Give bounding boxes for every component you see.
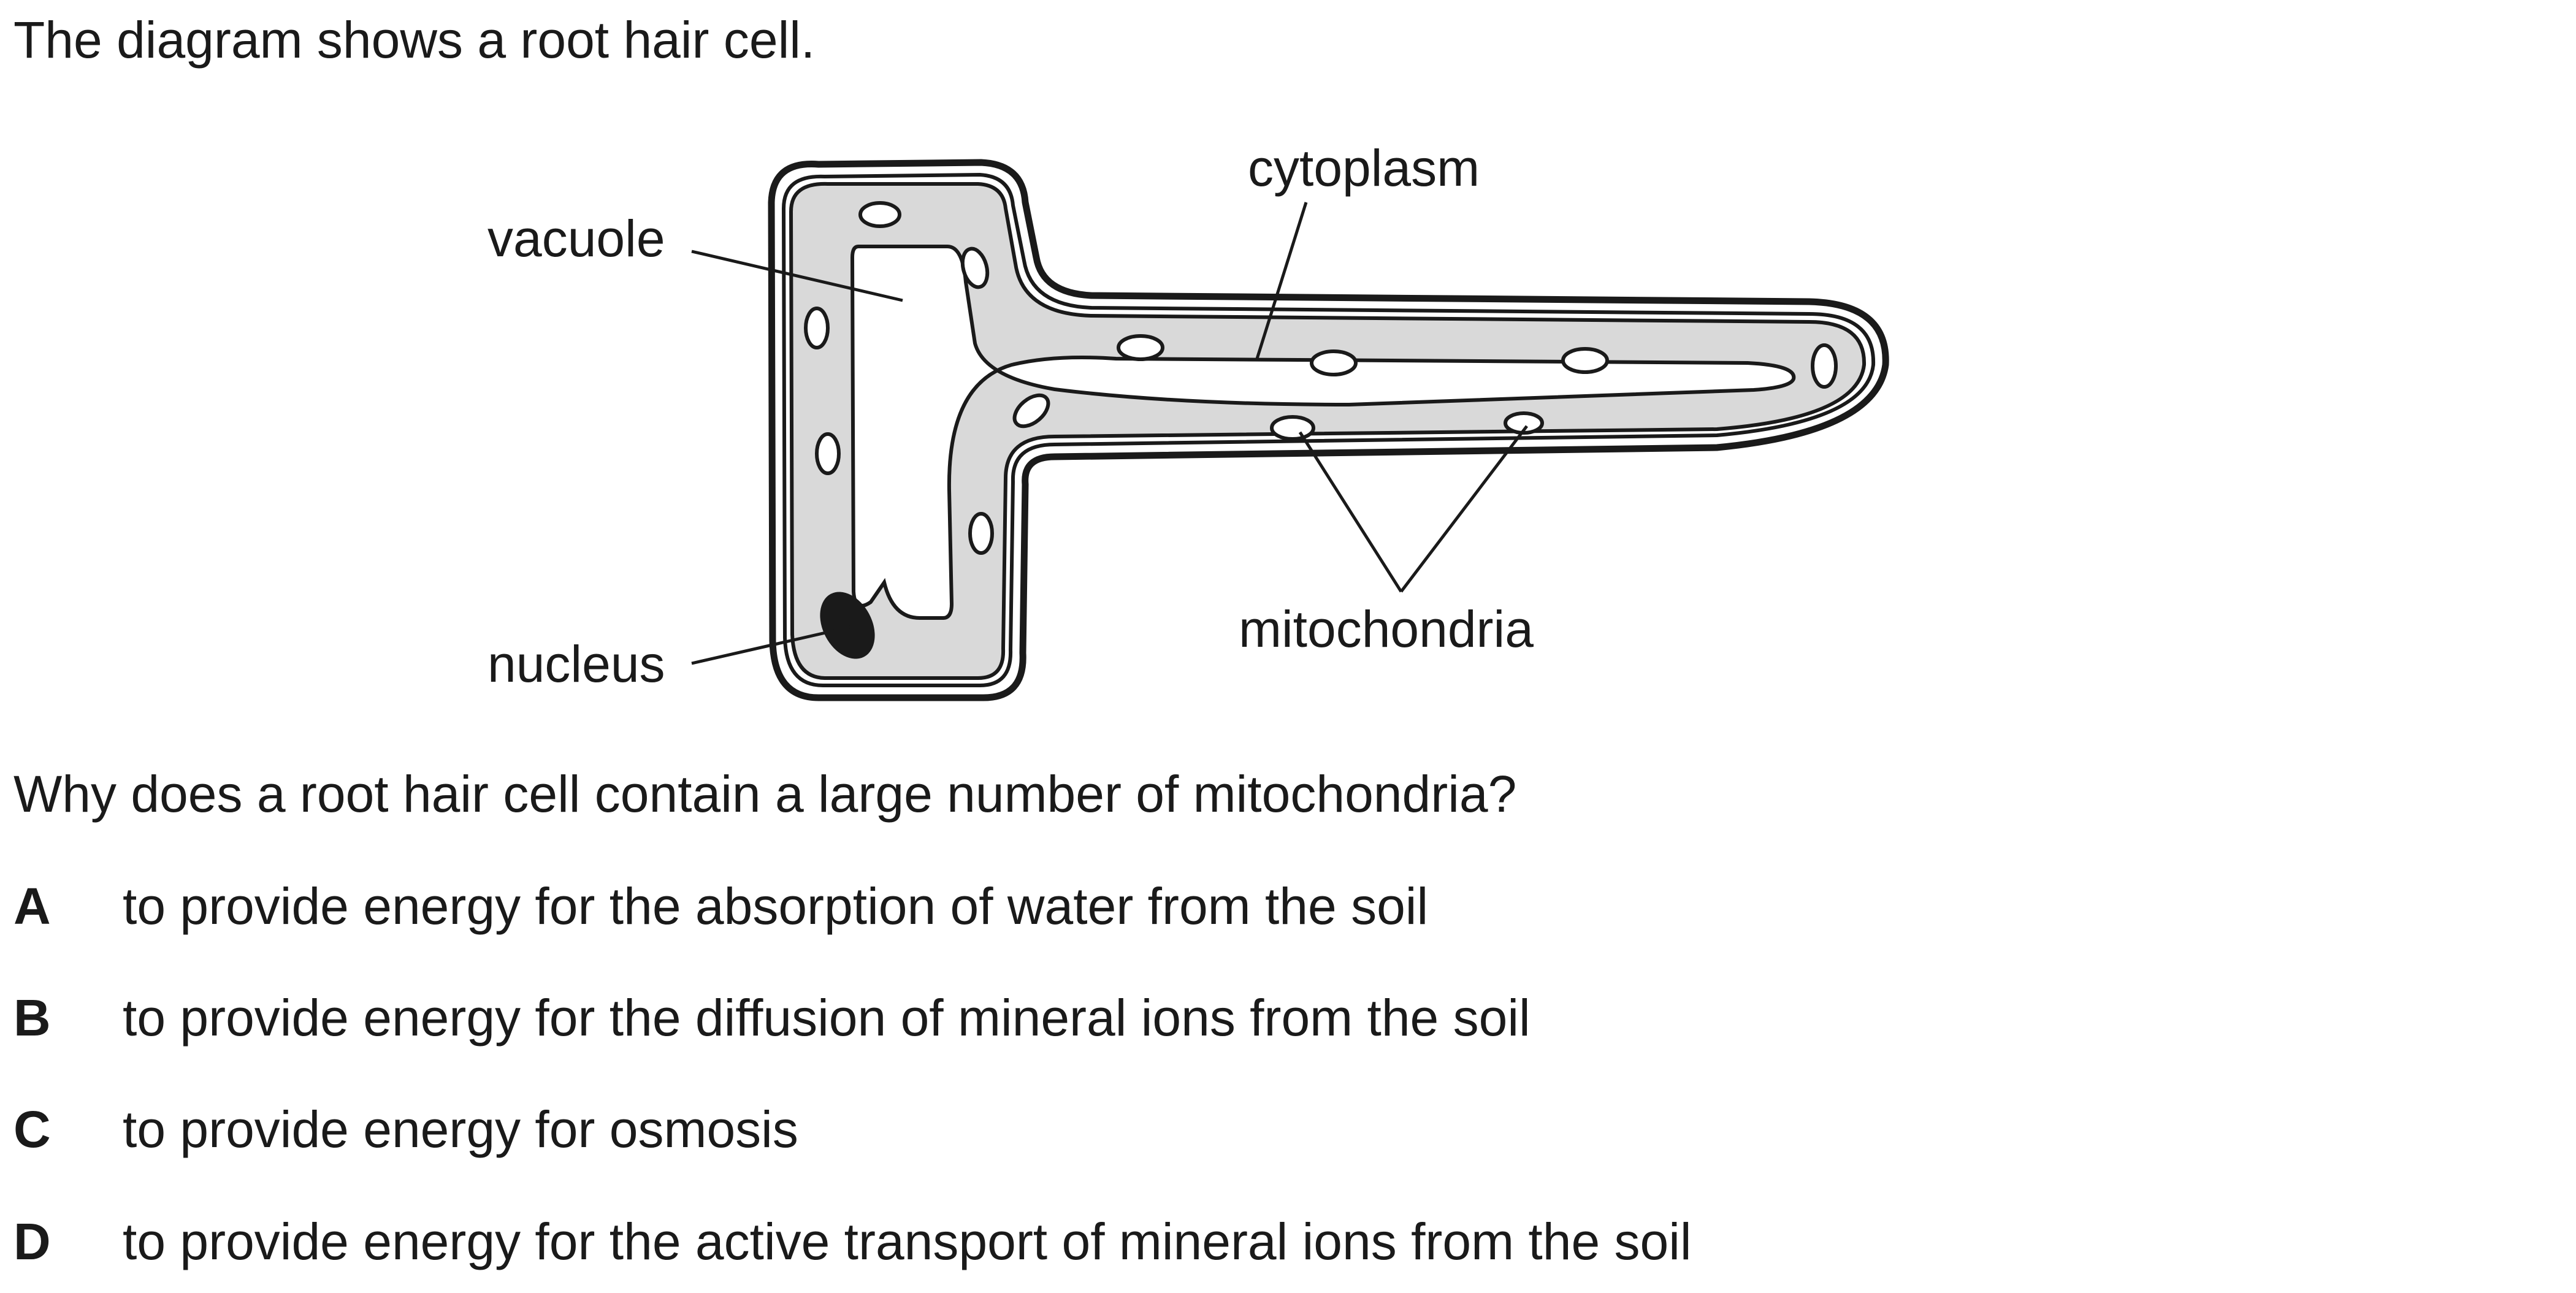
intro-text: The diagram shows a root hair cell. — [13, 11, 816, 69]
option-text: to provide energy for the absorption of … — [123, 877, 1429, 935]
nucleus-label: nucleus — [487, 635, 665, 693]
mitochondrion — [1117, 334, 1164, 361]
mitochondrion — [1310, 349, 1358, 376]
nucleus — [820, 592, 875, 659]
mitochondria-leader-line-1 — [1298, 431, 1403, 593]
mitochondrion — [1811, 343, 1838, 389]
vacuole — [850, 245, 1796, 620]
vacuole-leader-line — [691, 250, 903, 302]
option-letter: B — [13, 989, 51, 1047]
mitochondrion — [960, 246, 990, 289]
option-letter: D — [13, 1213, 51, 1270]
option-letter: C — [13, 1100, 51, 1158]
nucleus-leader-line — [691, 625, 853, 665]
mitochondria-label: mitochondria — [1239, 600, 1534, 658]
mitochondrion — [1270, 415, 1315, 441]
cytoplasm-leader-line — [1255, 202, 1308, 359]
option-letter: A — [13, 877, 51, 935]
mitochondria-leader-line-2 — [1400, 425, 1528, 593]
option-text: to provide energy for the active transpo… — [123, 1213, 1692, 1270]
mitochondrion — [968, 512, 994, 555]
mitochondrion — [804, 307, 830, 349]
cytoplasm — [789, 181, 1867, 680]
option-text: to provide energy for osmosis — [123, 1100, 798, 1158]
mitochondrion — [1561, 347, 1609, 374]
mitochondrion — [1504, 411, 1544, 435]
cytoplasm-label: cytoplasm — [1248, 139, 1480, 197]
mitochondrion — [858, 201, 901, 228]
question-text: Why does a root hair cell contain a larg… — [13, 765, 1517, 823]
mitochondrion — [1012, 393, 1050, 429]
option-text: to provide energy for the diffusion of m… — [123, 989, 1531, 1047]
mitochondria-group — [804, 201, 1838, 555]
vacuole-label: vacuole — [487, 210, 665, 267]
mitochondrion — [815, 432, 841, 475]
